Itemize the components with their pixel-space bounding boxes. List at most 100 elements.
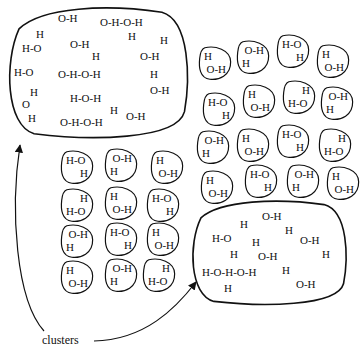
callout-label: clusters	[42, 333, 79, 348]
water-molecule: O-HH	[320, 86, 354, 121]
water-molecule: HO-H	[150, 150, 184, 185]
leader-line	[15, 145, 44, 331]
atom-symbol: H	[66, 264, 88, 277]
atom-symbol: H-O	[14, 66, 34, 78]
water-molecule: O-HH	[236, 40, 270, 75]
molecule-cluster: O-HO-H-O-HHHH-OO-HHHO-HH-OO-H-O-HHO-HHOH…	[4, 4, 192, 142]
atom-symbol: O-H	[292, 168, 314, 181]
atom-symbol: H	[282, 51, 304, 64]
atom-symbol: O-H	[204, 63, 226, 76]
atom-symbol: H	[110, 190, 132, 203]
water-molecule: H-OH	[276, 34, 310, 69]
water-molecule: HO-H	[146, 222, 180, 257]
atom-symbol: O-H-O-H	[58, 68, 101, 80]
atom-symbol: H-O	[282, 128, 304, 141]
atom-symbol: H	[206, 174, 228, 187]
atom-symbol: H	[248, 88, 270, 101]
atom-symbol: H	[285, 224, 293, 236]
atom-symbol: H	[242, 57, 264, 70]
atom-symbol: O-H	[248, 101, 270, 114]
atom-symbol: O	[22, 98, 30, 110]
atom-symbol: H	[332, 170, 354, 183]
atom-symbol: H	[30, 86, 38, 98]
atom-symbol: O-H	[152, 239, 174, 252]
atom-symbol: H-O	[208, 96, 230, 109]
atom-symbol: O-H	[110, 152, 132, 165]
atom-symbol: H	[288, 84, 310, 97]
atom-symbol: H	[66, 192, 88, 205]
water-molecule: HH-O	[142, 258, 176, 293]
atom-symbol: O-H	[110, 203, 132, 216]
atom-symbol: H	[322, 48, 344, 61]
atom-symbol: H	[28, 112, 36, 124]
atom-symbol: H	[66, 241, 88, 254]
atom-symbol: H-O	[324, 145, 346, 158]
atom-symbol: O-H	[242, 44, 264, 57]
water-molecule: O-HH	[104, 148, 138, 183]
water-molecule: O-HH	[196, 130, 230, 165]
atom-symbol: H-O	[66, 154, 88, 167]
atom-symbol: O-H	[258, 250, 278, 262]
atom-symbol: H	[230, 248, 238, 260]
atom-symbol: O-H	[332, 183, 354, 196]
water-molecule: HO-H	[104, 186, 138, 221]
atom-symbol: O-H	[126, 110, 146, 122]
atom-symbol: H	[292, 181, 314, 194]
water-molecule: O-HH	[286, 164, 320, 199]
atom-symbol: O-H	[156, 167, 178, 180]
atom-symbol: H	[110, 239, 132, 252]
atom-symbol: H	[152, 226, 174, 239]
atom-symbol: O-H	[206, 187, 228, 200]
atom-symbol: H-O	[152, 192, 174, 205]
atom-symbol: H-O	[66, 205, 88, 218]
atom-symbol: H	[224, 282, 232, 294]
atom-symbol: H	[128, 30, 136, 42]
atom-symbol: H-O-H-O-H	[202, 266, 256, 278]
water-molecule: HO-H	[200, 170, 234, 205]
atom-symbol: H	[110, 104, 118, 116]
water-molecule: HH-O	[282, 80, 316, 115]
atom-symbol: H	[156, 154, 178, 167]
atom-symbol: H	[326, 103, 348, 116]
water-molecule: HO-H	[198, 46, 232, 81]
atom-symbol: H	[250, 181, 272, 194]
atom-symbol: H	[324, 132, 346, 145]
atom-symbol: H	[252, 236, 260, 248]
atom-symbol: H-O-H	[70, 92, 101, 104]
water-molecule: H-OH	[202, 92, 236, 127]
atom-symbol: O-H	[140, 50, 160, 62]
atom-symbol: O-H-O-H	[60, 116, 103, 128]
water-molecule: H-OH	[276, 124, 310, 159]
atom-symbol: O-H	[262, 210, 282, 222]
atom-symbol: O-H	[242, 145, 264, 158]
atom-symbol: O-H	[296, 278, 316, 290]
atom-symbol: H-O	[288, 97, 310, 110]
atom-symbol: H	[110, 165, 132, 178]
water-molecule: H-OH	[244, 164, 278, 199]
atom-symbol: H-O	[212, 232, 232, 244]
atom-symbol: H-O	[282, 38, 304, 51]
water-molecule: HO-H	[242, 84, 276, 119]
atom-symbol: O-H	[326, 90, 348, 103]
atom-symbol: O-H	[150, 84, 170, 96]
atom-symbol: H	[242, 132, 264, 145]
atom-symbol: H	[110, 275, 132, 288]
atom-symbol: O-H	[202, 134, 224, 147]
atom-symbol: H	[282, 264, 290, 276]
water-molecule: HO-H	[326, 166, 360, 201]
atom-symbol: H	[92, 50, 100, 62]
molecule-cluster: O-HHHO-HH-OHHO-HHH-O-H-O-HHO-HH	[188, 198, 350, 308]
atom-symbol: H-O	[250, 168, 272, 181]
atom-symbol: H-O	[148, 275, 170, 288]
water-molecule: O-HH	[104, 258, 138, 293]
atom-symbol: H	[282, 141, 304, 154]
water-molecule: HH-O	[60, 188, 94, 223]
atom-symbol: O-H	[58, 12, 78, 24]
atom-symbol: H	[322, 248, 330, 260]
atom-symbol: H	[36, 28, 44, 40]
atom-symbol: O-H-O-H	[100, 16, 143, 28]
atom-symbol: H	[148, 262, 170, 275]
water-molecule: O-HH	[60, 224, 94, 259]
atom-symbol: H	[66, 167, 88, 180]
atom-symbol: O-H	[322, 61, 344, 74]
